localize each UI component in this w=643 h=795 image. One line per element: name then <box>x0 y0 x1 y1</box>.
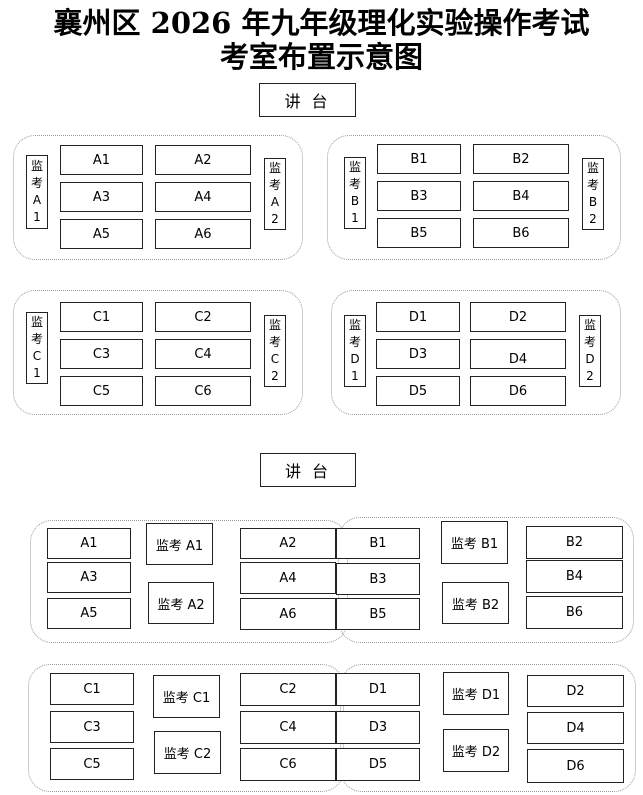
seat-b6: B6 <box>473 218 569 248</box>
seat2-a1: A1 <box>47 528 131 559</box>
seat2-a6: A6 <box>240 598 336 630</box>
proctor2-c1: 监考 C1 <box>153 675 220 718</box>
seat-b2: B2 <box>473 144 569 174</box>
seat2-b2: B2 <box>526 526 623 559</box>
seat2-b5: B5 <box>336 598 420 630</box>
region-d-1 <box>331 290 621 415</box>
seat-a5: A5 <box>60 219 143 249</box>
podium-1: 讲 台 <box>259 83 356 117</box>
seat-d5: D5 <box>376 376 460 406</box>
seat2-b3: B3 <box>336 563 420 595</box>
seat2-c3: C3 <box>50 711 134 743</box>
seat2-b6: B6 <box>526 596 623 629</box>
proctor2-d2: 监考 D2 <box>443 729 509 772</box>
seat2-d3: D3 <box>336 711 420 744</box>
seat-d4: D4 <box>470 339 566 369</box>
seat2-c1: C1 <box>50 673 134 705</box>
seat-c2: C2 <box>155 302 251 332</box>
proctor2-c2: 监考 C2 <box>154 731 221 774</box>
seat2-a3: A3 <box>47 562 131 593</box>
seat-a4: A4 <box>155 182 251 212</box>
seat2-d1: D1 <box>336 673 420 706</box>
seat-d2: D2 <box>470 302 566 332</box>
seat2-d6: D6 <box>527 749 624 783</box>
seat-b3: B3 <box>377 181 461 211</box>
seat-a1: A1 <box>60 145 143 175</box>
seat-d3: D3 <box>376 339 460 369</box>
seat-b1: B1 <box>377 144 461 174</box>
region-c-1 <box>13 290 303 415</box>
seat-b5: B5 <box>377 218 461 248</box>
seat2-c2: C2 <box>240 673 336 706</box>
seat-d6: D6 <box>470 376 566 406</box>
seat2-a2: A2 <box>240 528 336 559</box>
seat-a2: A2 <box>155 145 251 175</box>
seat-c3: C3 <box>60 339 143 369</box>
region-b-1 <box>327 135 621 260</box>
seat-b4: B4 <box>473 181 569 211</box>
seat2-b4: B4 <box>526 560 623 593</box>
proctor2-d1: 监考 D1 <box>443 672 509 715</box>
region-a-1 <box>13 135 303 260</box>
title-line-2: 考室布置示意图 <box>219 40 423 74</box>
seat2-d2: D2 <box>527 675 624 707</box>
seat-c6: C6 <box>155 376 251 406</box>
title-line-1: 襄州区 2026 年九年级理化实验操作考试 <box>53 6 590 40</box>
seat2-c4: C4 <box>240 711 336 744</box>
seat-c5: C5 <box>60 376 143 406</box>
seat2-a5: A5 <box>47 598 131 629</box>
seat2-c6: C6 <box>240 748 336 781</box>
seat-c1: C1 <box>60 302 143 332</box>
seat2-d5: D5 <box>336 748 420 781</box>
seat2-d4: D4 <box>527 712 624 744</box>
seat-a6: A6 <box>155 219 251 249</box>
proctor2-a1: 监考 A1 <box>146 523 213 565</box>
seat2-b1: B1 <box>336 528 420 559</box>
proctor2-b2: 监考 B2 <box>442 582 509 624</box>
seat-a3: A3 <box>60 182 143 212</box>
seat-d1: D1 <box>376 302 460 332</box>
seat2-c5: C5 <box>50 748 134 780</box>
proctor2-b1: 监考 B1 <box>441 521 508 564</box>
seat2-a4: A4 <box>240 562 336 594</box>
podium-2: 讲 台 <box>260 453 356 487</box>
seat-c4: C4 <box>155 339 251 369</box>
proctor2-a2: 监考 A2 <box>148 582 214 624</box>
